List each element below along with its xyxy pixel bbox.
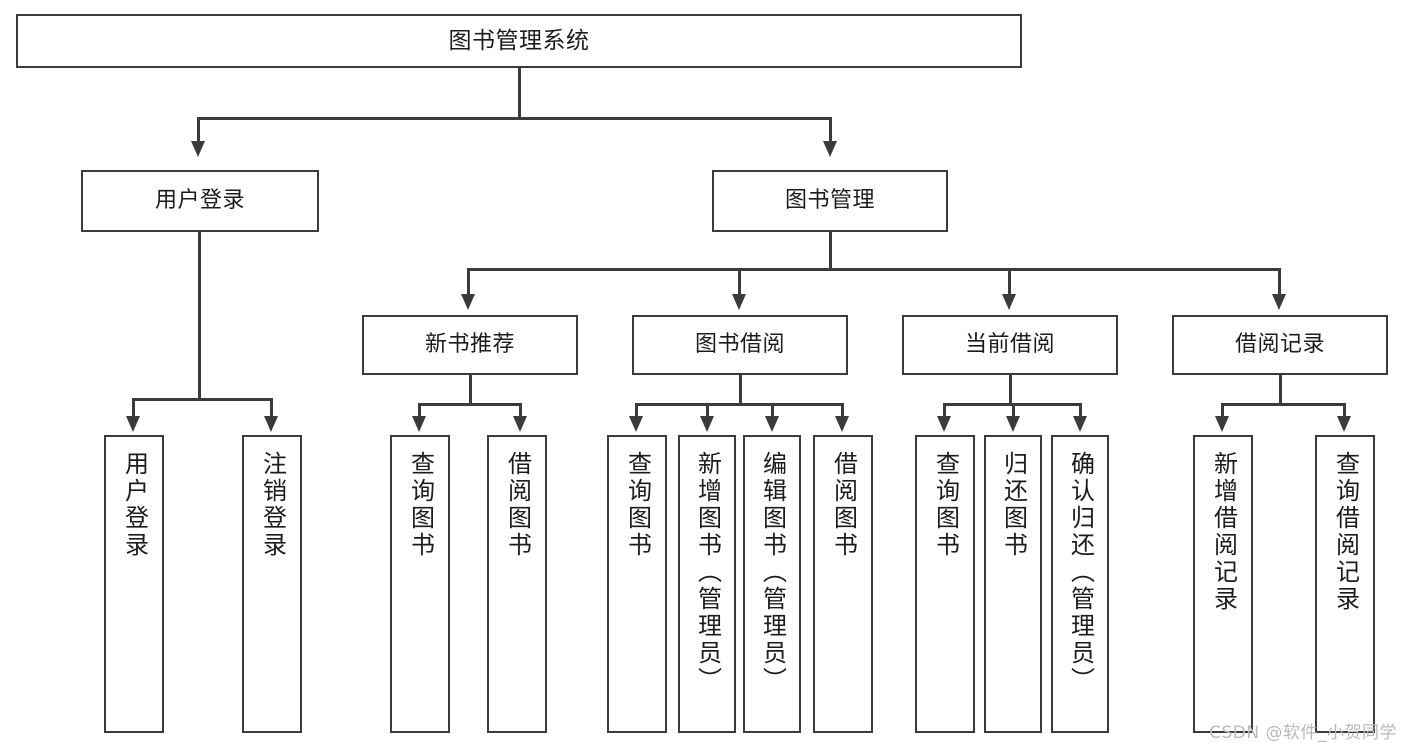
node-book-borrow[interactable]: 图书借阅 [632, 315, 848, 375]
connector-book-borrow-stem [739, 375, 742, 405]
node-new-book-recommend[interactable]: 新书推荐 [362, 315, 578, 375]
arrow-to-leaf-add-book [700, 416, 714, 432]
connector-current-borrow-drop-2 [1012, 403, 1015, 418]
leaf-borrow-book-2[interactable]: 借阅图书 [813, 435, 873, 733]
connector-book-manage-bus [467, 268, 1280, 271]
arrow-to-leaf-query-book-2 [629, 416, 643, 432]
node-label: 查询借阅记录 [1331, 451, 1360, 613]
connector-new-book-rec-bus [418, 403, 521, 406]
node-label: 查询图书 [623, 451, 652, 559]
connector-book-borrow-drop-1 [635, 403, 638, 418]
connector-new-book-rec-stem [469, 375, 472, 405]
arrow-to-book-borrow [732, 294, 746, 310]
node-label: 查询图书 [931, 451, 960, 559]
node-user-login[interactable]: 用户登录 [81, 170, 319, 232]
leaf-return-book[interactable]: 归还图书 [984, 435, 1042, 733]
connector-borrow-record-stem [1279, 375, 1282, 405]
node-label: 借阅记录 [1234, 332, 1325, 358]
node-root-system[interactable]: 图书管理系统 [16, 14, 1022, 68]
arrow-to-leaf-logout [264, 416, 278, 432]
connector-new-book-rec-drop-2 [519, 403, 522, 418]
leaf-confirm-return[interactable]: 确认归还（管理员） [1051, 435, 1109, 733]
connector-to-borrow-record [1278, 268, 1281, 296]
arrow-to-new-book-rec [461, 294, 475, 310]
leaf-query-borrow-record[interactable]: 查询借阅记录 [1315, 435, 1375, 733]
arrow-to-borrow-record [1272, 294, 1286, 310]
node-label: 图书借阅 [694, 332, 785, 358]
node-label: 当前借阅 [964, 332, 1055, 358]
arrow-to-leaf-add-record [1215, 416, 1229, 432]
arrow-to-leaf-edit-book [765, 416, 779, 432]
connector-current-borrow-drop-3 [1079, 403, 1082, 418]
connector-borrow-record-bus [1221, 403, 1345, 406]
connector-book-borrow-drop-2 [706, 403, 709, 418]
leaf-edit-book[interactable]: 编辑图书（管理员） [743, 435, 801, 733]
leaf-borrow-book-1[interactable]: 借阅图书 [487, 435, 547, 733]
connector-borrow-record-drop-1 [1221, 403, 1224, 418]
connector-user-login-drop-2 [270, 398, 273, 418]
connector-book-borrow-drop-4 [841, 403, 844, 418]
leaf-query-book-2[interactable]: 查询图书 [607, 435, 667, 733]
arrow-to-leaf-user-login [126, 416, 140, 432]
connector-book-borrow-bus [635, 403, 842, 406]
connector-new-book-rec-drop-1 [418, 403, 421, 418]
node-borrow-record[interactable]: 借阅记录 [1172, 315, 1388, 375]
arrow-to-current-borrow [1002, 294, 1016, 310]
connector-to-new-book-rec [467, 268, 470, 296]
node-label: 新增借阅记录 [1209, 451, 1238, 613]
node-label: 归还图书 [999, 451, 1028, 559]
arrow-to-leaf-return-book [1006, 416, 1020, 432]
node-label: 图书管理系统 [448, 27, 590, 54]
node-label: 确认归还（管理员） [1066, 451, 1095, 694]
connector-root-stem [518, 68, 521, 118]
connector-user-login-stem [198, 232, 201, 400]
node-label: 新增图书（管理员） [693, 451, 722, 694]
arrow-to-leaf-borrow-book-2 [835, 416, 849, 432]
node-label: 注销登录 [258, 451, 287, 559]
node-label: 用户登录 [120, 451, 149, 559]
connector-to-current-borrow [1008, 268, 1011, 296]
connector-book-manage-stem [829, 232, 832, 270]
node-label: 编辑图书（管理员） [758, 451, 787, 694]
connector-user-login-bus [132, 398, 271, 401]
leaf-query-book-3[interactable]: 查询图书 [915, 435, 975, 733]
node-label: 查询图书 [406, 451, 435, 559]
arrow-to-leaf-query-book-3 [937, 416, 951, 432]
leaf-query-book-1[interactable]: 查询图书 [390, 435, 450, 733]
connector-current-borrow-bus [943, 403, 1080, 406]
connector-root-to-user-login [197, 117, 200, 143]
arrow-root-to-user-login [191, 141, 205, 157]
arrow-to-leaf-borrow-book-1 [513, 416, 527, 432]
connector-borrow-record-drop-2 [1343, 403, 1346, 418]
connector-root-bus [197, 117, 831, 120]
connector-book-borrow-drop-3 [771, 403, 774, 418]
leaf-logout[interactable]: 注销登录 [242, 435, 302, 733]
connector-root-to-book-manage [829, 117, 832, 143]
arrow-to-leaf-query-record [1337, 416, 1351, 432]
connector-to-book-borrow [738, 268, 741, 296]
node-current-borrow[interactable]: 当前借阅 [902, 315, 1118, 375]
node-label: 用户登录 [154, 188, 245, 214]
connector-current-borrow-stem [1009, 375, 1012, 405]
leaf-add-borrow-record[interactable]: 新增借阅记录 [1193, 435, 1253, 733]
node-book-management[interactable]: 图书管理 [712, 170, 948, 232]
connector-user-login-drop-1 [132, 398, 135, 418]
node-label: 借阅图书 [829, 451, 858, 559]
node-label: 图书管理 [784, 188, 875, 214]
arrow-to-leaf-confirm-return [1073, 416, 1087, 432]
node-label: 借阅图书 [503, 451, 532, 559]
arrow-to-leaf-query-book-1 [412, 416, 426, 432]
node-label: 新书推荐 [424, 332, 515, 358]
arrow-root-to-book-manage [823, 141, 837, 157]
csdn-watermark: CSDN @软件_小贺同学 [1209, 723, 1397, 743]
leaf-add-book[interactable]: 新增图书（管理员） [678, 435, 736, 733]
connector-current-borrow-drop-1 [943, 403, 946, 418]
leaf-user-login[interactable]: 用户登录 [104, 435, 164, 733]
